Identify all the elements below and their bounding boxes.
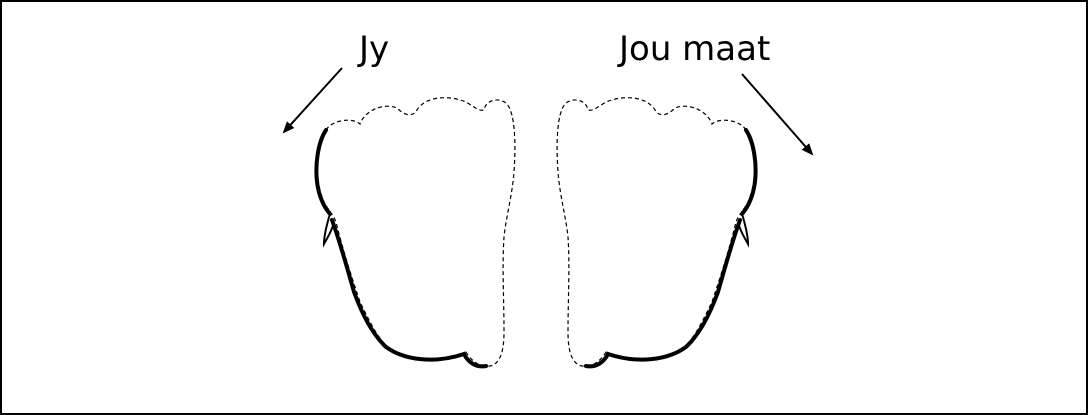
arrow-left bbox=[282, 67, 343, 134]
left-footprint-outline bbox=[316, 97, 516, 367]
left-footprint-edge bbox=[314, 128, 488, 369]
right-footprint-notch bbox=[737, 213, 750, 248]
right-footprint-edge bbox=[584, 128, 758, 369]
label-jou-maat: Jou maat bbox=[619, 29, 771, 69]
right-footprint-outline bbox=[556, 97, 756, 367]
label-jy: Jy bbox=[359, 29, 390, 69]
left-footprint-notch bbox=[322, 213, 335, 248]
arrow-right bbox=[741, 73, 814, 156]
